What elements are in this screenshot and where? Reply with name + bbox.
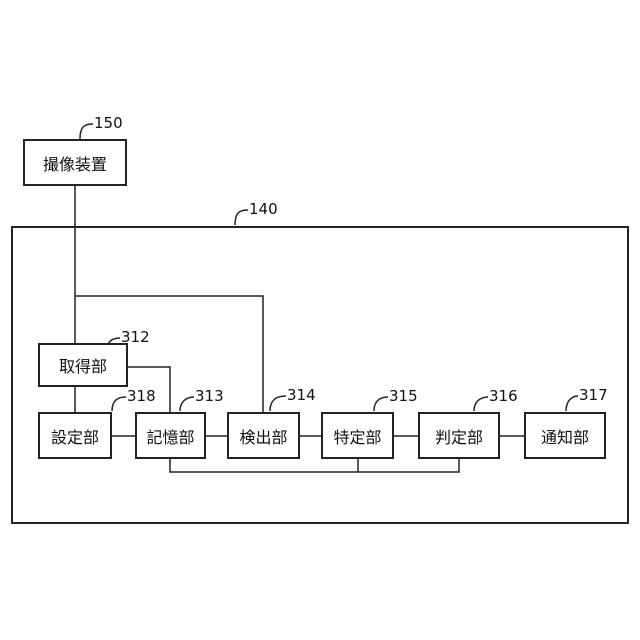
detect-block: 検出部 — [227, 412, 300, 459]
notify-label: 通知部 — [541, 424, 589, 448]
ref-315: 315 — [389, 387, 418, 405]
acquire-label: 取得部 — [59, 353, 107, 377]
storage-label: 記憶部 — [146, 424, 194, 448]
camera-label: 撮像装置 — [43, 151, 107, 175]
camera-block: 撮像装置 — [23, 139, 127, 186]
leader-150 — [80, 124, 93, 139]
storage-block: 記憶部 — [135, 412, 206, 459]
acquire-block: 取得部 — [38, 343, 128, 387]
ref-313: 313 — [195, 387, 224, 405]
notify-block: 通知部 — [524, 412, 606, 459]
identify-block: 特定部 — [321, 412, 394, 459]
identify-label: 特定部 — [333, 424, 381, 448]
ref-150: 150 — [94, 114, 123, 132]
leader-140 — [235, 210, 248, 225]
setting-block: 設定部 — [38, 412, 112, 459]
ref-314: 314 — [287, 386, 316, 404]
ref-140: 140 — [249, 200, 278, 218]
ref-316: 316 — [489, 387, 518, 405]
ref-318: 318 — [127, 387, 156, 405]
judge-label: 判定部 — [435, 424, 483, 448]
detect-label: 検出部 — [239, 424, 287, 448]
judge-block: 判定部 — [418, 412, 500, 459]
setting-label: 設定部 — [51, 424, 99, 448]
ref-317: 317 — [579, 386, 608, 404]
